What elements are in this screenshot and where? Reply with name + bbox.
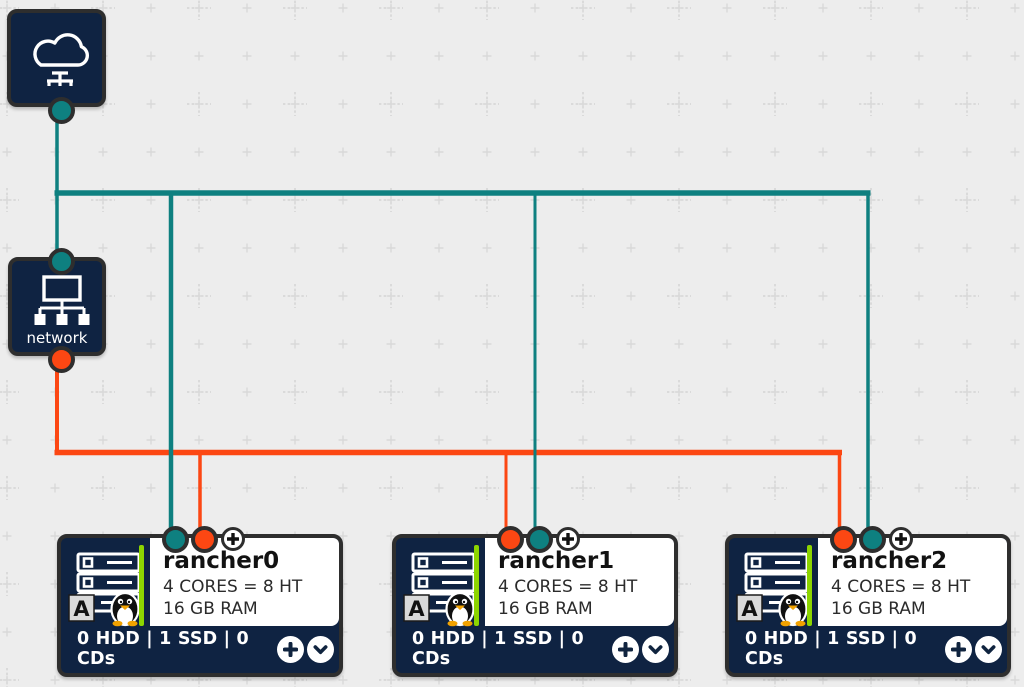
plus-icon [227, 533, 239, 545]
vm-title: rancher1 [498, 548, 615, 574]
svg-text:A: A [741, 597, 758, 621]
vm-node-rancher0[interactable]: A rancher0 [57, 525, 343, 677]
vm-storage-summary: 0 HDD | 1 SSD | 0 CDs [77, 629, 249, 669]
linux-tux-icon [445, 591, 475, 627]
add-interface-button[interactable] [221, 527, 245, 551]
vm-ram: 16 GB RAM [831, 599, 926, 620]
svg-text:A: A [73, 597, 90, 621]
add-disk-button[interactable] [945, 635, 972, 663]
cloud-port-teal[interactable] [47, 96, 75, 124]
vm-storage-summary: 0 HDD | 1 SSD | 0 CDs [745, 629, 917, 669]
plus-icon [895, 533, 907, 545]
vm-info: rancher1 4 CORES = 8 HT 16 GB RAM [485, 538, 674, 626]
vm-storage-summary: 0 HDD | 1 SSD | 0 CDs [412, 629, 584, 669]
chevron-down-icon [648, 644, 663, 654]
vm-title: rancher0 [163, 548, 280, 574]
plus-icon [951, 641, 966, 657]
add-interface-button[interactable] [556, 527, 580, 551]
vm-info: rancher2 4 CORES = 8 HT 16 GB RAM [818, 538, 1007, 626]
vm-cores: 4 CORES = 8 HT [163, 577, 303, 598]
vm-status-bar [807, 545, 812, 626]
expand-button[interactable] [642, 635, 669, 663]
chevron-down-icon [981, 644, 996, 654]
vm-footer: 0 HDD | 1 SSD | 0 CDs [729, 626, 1007, 672]
plus-icon [618, 641, 633, 657]
vm-a-badge: A [736, 594, 763, 622]
svg-text:A: A [408, 597, 425, 621]
plus-icon [562, 533, 574, 545]
linux-tux-icon [778, 591, 808, 627]
vm-node-rancher1[interactable]: A rancher1 [392, 525, 678, 677]
network-port-teal[interactable] [47, 247, 75, 275]
chevron-down-icon [313, 644, 328, 654]
vm-node-rancher2[interactable]: A rancher2 [725, 525, 1011, 677]
vm-footer: 0 HDD | 1 SSD | 0 CDs [396, 626, 674, 672]
vm-ram: 16 GB RAM [498, 599, 593, 620]
linux-tux-icon [110, 591, 140, 627]
vm-a-badge: A [68, 594, 95, 622]
server-stack-icon: A [68, 552, 141, 627]
vm-a-badge: A [403, 594, 430, 622]
plus-icon [283, 641, 298, 657]
cloud-node[interactable] [7, 9, 106, 124]
cloud-network-icon [33, 33, 90, 86]
vm-info: rancher0 4 CORES = 8 HT 16 GB RAM [150, 538, 339, 626]
server-stack-icon: A [736, 552, 809, 627]
vm-port-orange[interactable] [829, 525, 857, 553]
network-node[interactable]: network [8, 247, 106, 373]
vm-port-orange[interactable] [496, 525, 524, 553]
vm-footer: 0 HDD | 1 SSD | 0 CDs [61, 626, 339, 672]
add-disk-button[interactable] [612, 635, 639, 663]
vm-icon-panel: A [396, 538, 485, 627]
add-interface-button[interactable] [889, 527, 913, 551]
vm-port-teal[interactable] [858, 525, 886, 553]
network-port-orange[interactable] [47, 345, 75, 373]
expand-button[interactable] [307, 635, 334, 663]
server-stack-icon: A [403, 552, 476, 627]
vm-icon-panel: A [729, 538, 818, 627]
connection-lines-layer [54, 105, 871, 536]
vm-cores: 4 CORES = 8 HT [831, 577, 971, 598]
network-label: network [26, 329, 88, 347]
vm-cores: 4 CORES = 8 HT [498, 577, 638, 598]
vm-port-teal[interactable] [525, 525, 553, 553]
vm-port-teal[interactable] [161, 525, 189, 553]
expand-button[interactable] [975, 635, 1002, 663]
vm-status-bar [139, 545, 144, 626]
vm-status-bar [474, 545, 479, 626]
vm-ram: 16 GB RAM [163, 599, 258, 620]
vm-title: rancher2 [831, 548, 948, 574]
vm-port-orange[interactable] [190, 525, 218, 553]
vm-icon-panel: A [61, 538, 150, 627]
add-disk-button[interactable] [277, 635, 304, 663]
network-tree-icon [34, 275, 90, 325]
